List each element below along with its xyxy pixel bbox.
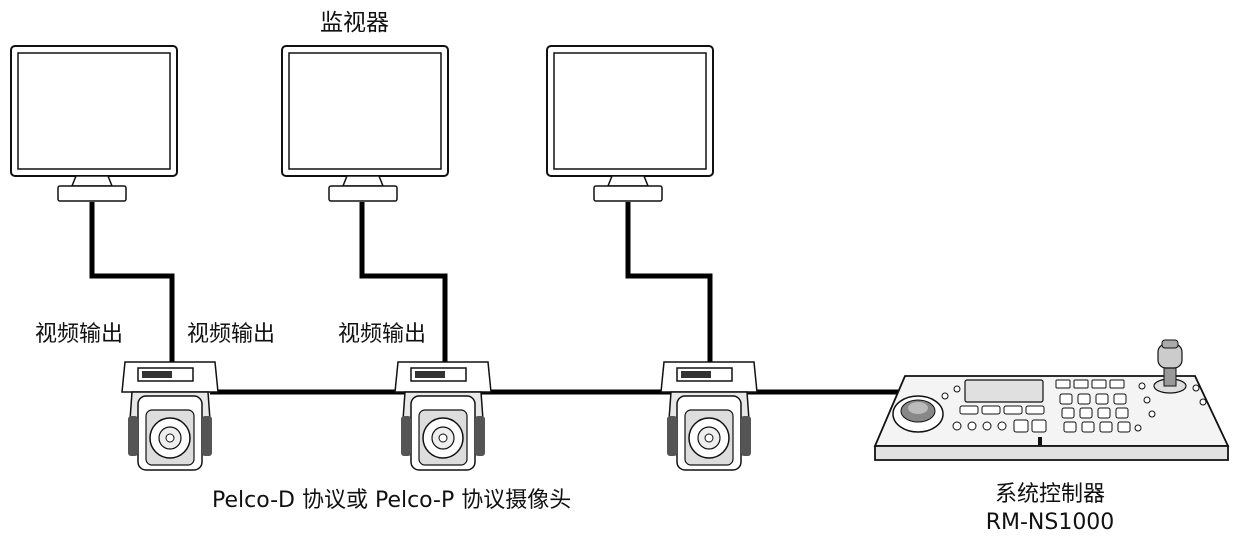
video-output-label-3: 视频输出 [338, 322, 427, 347]
video-cable-1 [89, 202, 175, 362]
controller-label-line1: 系统控制器 [994, 482, 1105, 507]
monitor-1 [10, 45, 178, 202]
cameras-label: Pelco-D 协议或 Pelco-P 协议摄像头 [212, 488, 572, 513]
video-output-label-2: 视频输出 [187, 322, 276, 347]
camera-1 [121, 361, 219, 471]
joystick [1153, 339, 1187, 394]
video-cable-2 [359, 202, 448, 362]
monitor-2 [281, 45, 449, 202]
video-cable-3 [625, 202, 713, 362]
monitors-label: 监视器 [320, 10, 389, 36]
video-output-label-1: 视频输出 [35, 322, 124, 347]
camera-3 [660, 361, 758, 471]
lcd-display [964, 379, 1044, 403]
camera-2 [394, 361, 492, 471]
system-controller [873, 339, 1230, 461]
keypad [1055, 379, 1131, 433]
video-cables [89, 202, 713, 362]
controller-label-line2: RM-NS1000 [985, 510, 1115, 535]
monitor-3 [546, 45, 714, 202]
